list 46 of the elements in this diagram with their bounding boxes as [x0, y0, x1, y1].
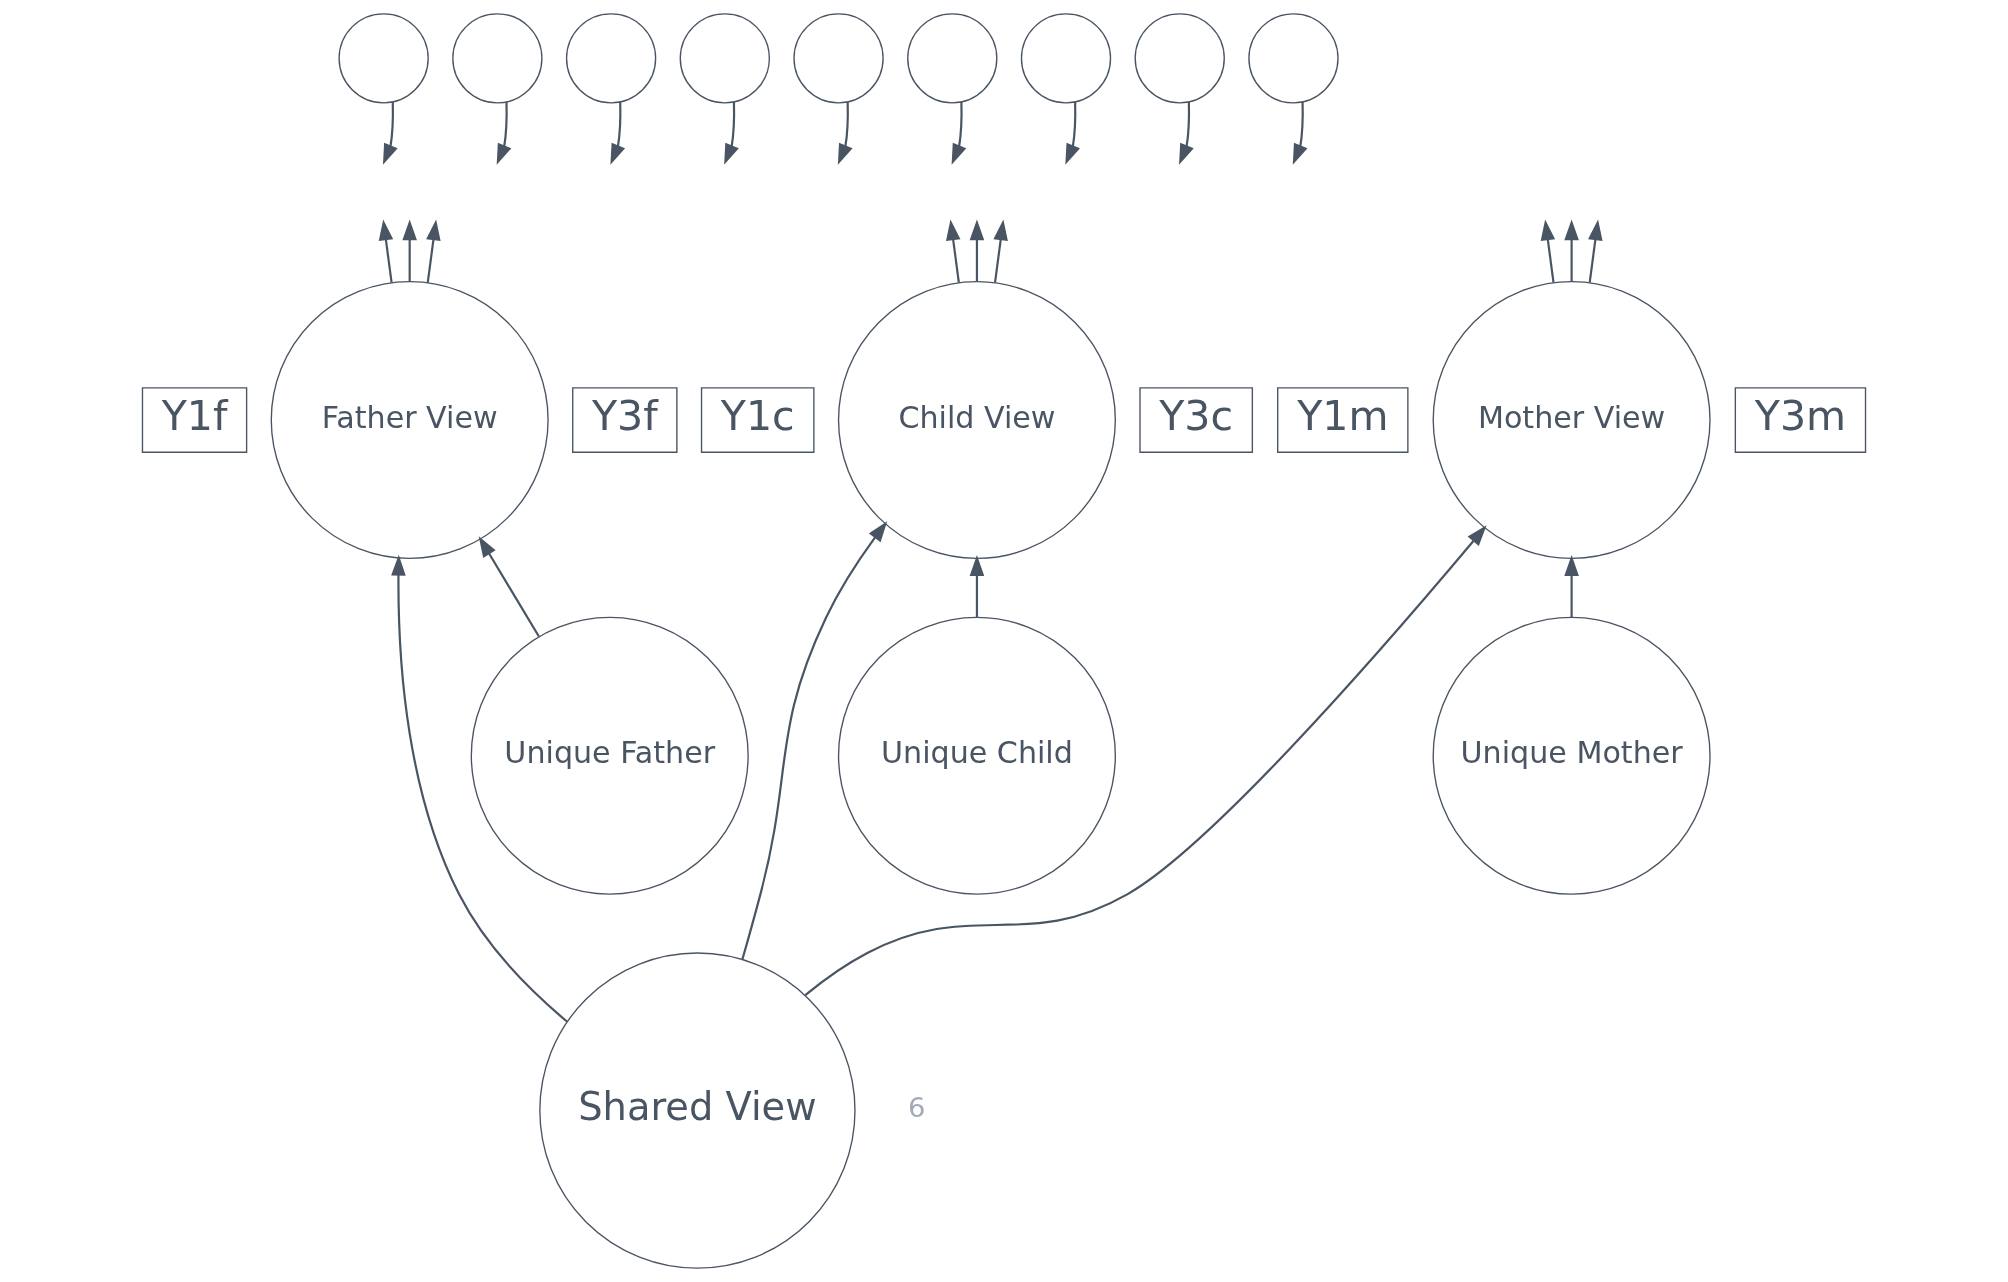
arrow	[951, 101, 967, 165]
node-circle: Unique Child	[837, 616, 1116, 895]
arrow	[741, 521, 888, 960]
label: 6	[907, 1092, 926, 1124]
arrow	[478, 536, 540, 638]
arrow	[496, 101, 512, 165]
node-circle: Shared View	[539, 952, 856, 1269]
arrow	[382, 101, 398, 165]
node-box: Y1f	[141, 387, 248, 453]
arrow	[1564, 555, 1579, 617]
arrow	[1564, 219, 1579, 282]
node-circle	[1248, 13, 1339, 104]
arrow	[610, 101, 626, 165]
arrow	[946, 219, 961, 283]
node-box: Y3f	[572, 387, 678, 453]
node-circle	[907, 13, 998, 104]
node-circle	[793, 13, 884, 104]
node-circle: Child View	[837, 280, 1116, 560]
arrow	[402, 219, 417, 282]
arrow	[1179, 101, 1194, 165]
arrow	[1065, 101, 1080, 165]
node-box: Y1c	[700, 387, 815, 453]
arrow	[724, 101, 739, 165]
arrow	[426, 219, 441, 283]
node-circle: Unique Father	[470, 616, 749, 895]
arrow	[969, 219, 985, 282]
node-circle	[1134, 13, 1225, 104]
arrow	[1588, 219, 1603, 283]
arrow	[378, 219, 394, 283]
node-circle: Mother View	[1432, 280, 1711, 560]
node-box: Y3c	[1139, 387, 1254, 453]
node-circle: Unique Mother	[1432, 616, 1711, 895]
arrow	[837, 101, 853, 165]
node-circle	[338, 13, 429, 104]
arrow	[1292, 101, 1308, 165]
node-box: Y1m	[1277, 387, 1409, 453]
arrow	[993, 219, 1008, 283]
node-circle	[679, 13, 771, 104]
arrow	[969, 555, 985, 617]
node-circle	[452, 13, 543, 104]
node-box: Y3m	[1734, 387, 1867, 453]
node-circle	[565, 13, 657, 104]
arrow	[391, 554, 568, 1023]
arrow	[804, 525, 1487, 996]
arrow	[1540, 219, 1556, 283]
node-circle	[1020, 13, 1112, 104]
